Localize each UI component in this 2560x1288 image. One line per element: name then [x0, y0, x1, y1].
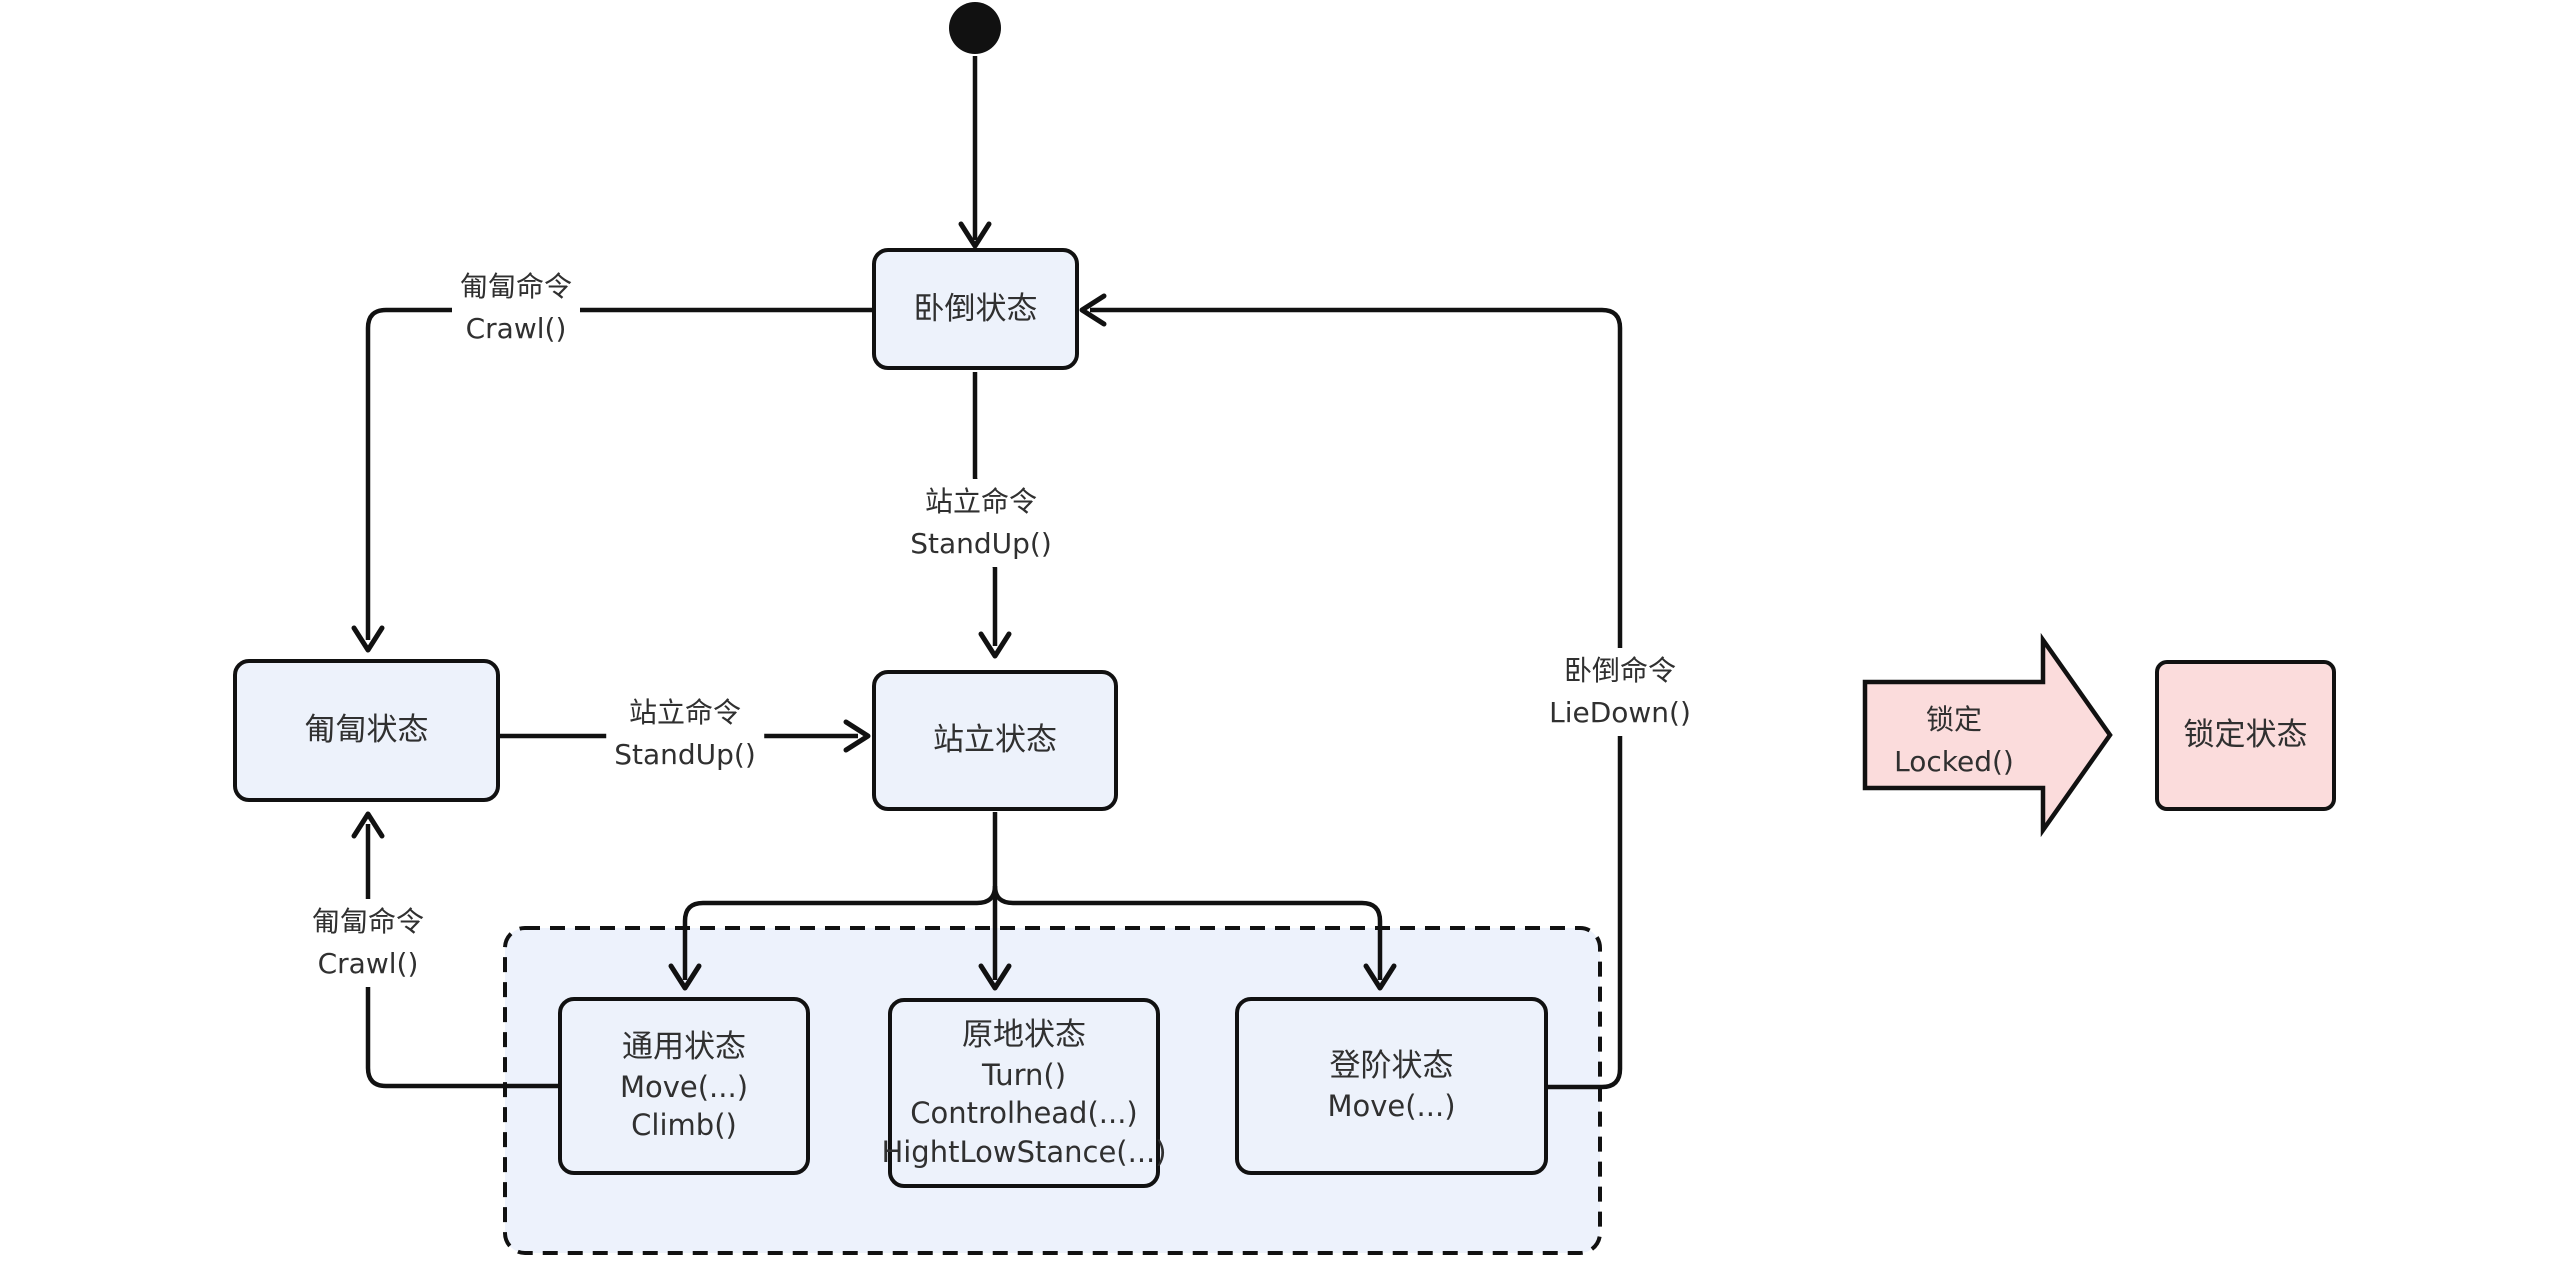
label-crawl-command-top-cmd: 匍匐命令	[459, 270, 573, 303]
state-in-place: 原地状态 Turn() Controlhead(...) HightLowSta…	[881, 998, 1167, 1188]
state-lie-down: 卧倒状态	[872, 248, 1079, 370]
edge-liedown-to-crawl	[365, 307, 872, 640]
initial-state-icon	[949, 2, 1001, 54]
state-in-place-fn3: HightLowStance(...)	[881, 1134, 1167, 1169]
state-stairs: 登阶状态 Move(...)	[1235, 997, 1548, 1175]
arrowhead-branch-to-stairs	[1363, 963, 1397, 991]
label-liedown-cmd: 卧倒命令	[1563, 654, 1677, 687]
label-locked-command: 锁定 Locked()	[1886, 697, 2022, 785]
state-crawl-label: 匍匐状态	[304, 712, 429, 749]
edge-general-to-crawl	[365, 824, 558, 1089]
arrowhead-stairs-to-liedown	[1079, 293, 1107, 327]
state-locked-label: 锁定状态	[2183, 717, 2308, 754]
label-standup-command-vertical: 站立命令 StandUp()	[902, 479, 1060, 567]
label-liedown-command: 卧倒命令 LieDown()	[1541, 648, 1699, 736]
state-lie-down-label: 卧倒状态	[913, 290, 1038, 327]
state-in-place-fn1: Turn()	[981, 1058, 1067, 1093]
state-stand-label: 站立状态	[933, 722, 1057, 759]
label-crawl-command-bottom-cmd: 匍匐命令	[311, 905, 425, 938]
label-crawl-command-top: 匍匐命令 Crawl()	[451, 264, 581, 352]
state-crawl: 匍匐状态	[233, 659, 500, 802]
arrowhead-general-to-crawl	[351, 811, 385, 839]
state-stairs-fn1: Move(...)	[1327, 1089, 1456, 1124]
state-locked: 锁定状态	[2155, 660, 2336, 811]
label-crawl-command-bottom: 匍匐命令 Crawl()	[303, 899, 433, 987]
label-standup-vertical-fn: StandUp()	[910, 527, 1052, 560]
arrowhead-initial-to-liedown	[958, 221, 992, 249]
state-in-place-label: 原地状态	[962, 1017, 1086, 1054]
label-crawl-command-bottom-fn: Crawl()	[317, 947, 419, 980]
locked-arrow-shape	[1862, 632, 2113, 838]
state-stand: 站立状态	[872, 670, 1118, 811]
arrowhead-liedown-to-crawl	[351, 625, 385, 653]
state-general: 通用状态 Move(...) Climb()	[558, 997, 810, 1175]
arrowhead-branch-to-general	[668, 963, 702, 991]
state-general-fn2: Climb()	[631, 1108, 737, 1143]
label-locked-fn: Locked()	[1894, 745, 2014, 778]
label-standup-vertical-cmd: 站立命令	[924, 485, 1038, 518]
label-crawl-command-top-fn: Crawl()	[465, 312, 567, 345]
state-stairs-label: 登阶状态	[1329, 1048, 1454, 1085]
state-general-fn1: Move(...)	[619, 1070, 749, 1105]
arrowhead-crawl-to-stand	[843, 719, 871, 753]
arrowhead-branch-to-inplace	[978, 963, 1012, 991]
state-general-label: 通用状态	[622, 1029, 746, 1066]
edge-stand-branch	[682, 885, 1383, 980]
state-in-place-fn2: Controlhead(...)	[910, 1096, 1138, 1131]
label-standup-command-horizontal: 站立命令 StandUp()	[606, 690, 764, 778]
label-locked-cmd: 锁定	[1925, 703, 1983, 736]
arrowhead-liedown-to-stand	[978, 631, 1012, 659]
label-standup-horizontal-cmd: 站立命令	[628, 696, 742, 729]
label-liedown-fn: LieDown()	[1549, 696, 1691, 729]
label-standup-horizontal-fn: StandUp()	[614, 738, 756, 771]
